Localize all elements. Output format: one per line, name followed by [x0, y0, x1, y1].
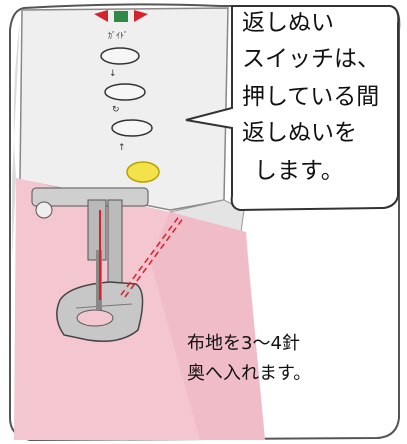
- indicator-right-icon: [134, 10, 148, 22]
- button-3-mark-icon: ↻: [112, 105, 120, 115]
- fabric-note-line-2: 奥へ入れます。: [187, 363, 312, 384]
- control-panel: ｶﾞｲﾄﾞ ↓ ↻ ↑: [94, 10, 160, 183]
- thread: [99, 210, 185, 300]
- top-button-label: ｶﾞｲﾄﾞ: [108, 31, 128, 40]
- fabric-shadow: [150, 212, 265, 440]
- callout-bubble: [185, 5, 400, 212]
- callout-text-line-2: スイッチは、: [242, 46, 380, 72]
- callout-text-line-5: します。: [254, 158, 344, 184]
- button-3[interactable]: [111, 119, 153, 137]
- button-2-mark-icon: ↓: [109, 69, 117, 79]
- callout-text-line-3: 押している間: [242, 84, 380, 110]
- callout-text-line-1: 返しぬい: [242, 10, 334, 36]
- indicator-center-icon: [114, 11, 128, 22]
- button-2[interactable]: [104, 83, 146, 101]
- fabric-note-line-1: 布地を3～4針: [187, 333, 300, 354]
- frame-outline: [9, 3, 401, 442]
- button-4-mark-icon: ↑: [118, 143, 126, 153]
- reverse-stitch-switch[interactable]: [126, 161, 160, 183]
- machine-side: [12, 20, 20, 260]
- callout-text-line-4: 返しぬいを: [242, 120, 357, 146]
- button-1[interactable]: [100, 47, 140, 65]
- indicator-left-icon: [94, 10, 108, 22]
